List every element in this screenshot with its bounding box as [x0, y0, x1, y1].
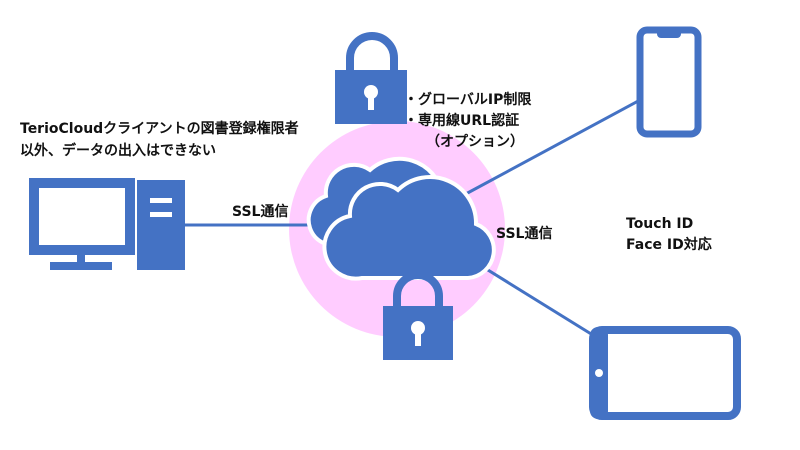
padlock-icon: [383, 271, 453, 360]
smartphone-connection-line: [461, 98, 641, 198]
padlock-icon: [335, 32, 407, 124]
monitor-icon: [29, 178, 135, 255]
access-restriction-note-line2: 以外、データの出入はできない: [20, 143, 216, 159]
cloud-icon: [322, 175, 496, 281]
tablet-connection-line: [474, 260, 597, 339]
access-restriction-note-line1: TerioCloudクライアントの図書登録権限者: [20, 121, 299, 137]
ssl-label-pc: SSL通信: [232, 204, 289, 220]
security-item-url-auth: ・専用線URL認証: [404, 113, 520, 129]
smartphone-icon: [636, 26, 702, 138]
security-item-option-note: （オプション）: [426, 134, 524, 150]
security-item-ip-restriction: ・グローバルIP制限: [404, 92, 532, 108]
desktop-pc-icon: [29, 178, 185, 270]
pc-tower-icon: [137, 180, 185, 270]
tablet-icon: [589, 326, 741, 420]
ssl-label-mobile: SSL通信: [496, 226, 553, 242]
touch-id-label: Touch ID: [626, 216, 694, 232]
monitor-stand-icon: [50, 262, 112, 270]
face-id-label: Face ID対応: [626, 237, 712, 253]
